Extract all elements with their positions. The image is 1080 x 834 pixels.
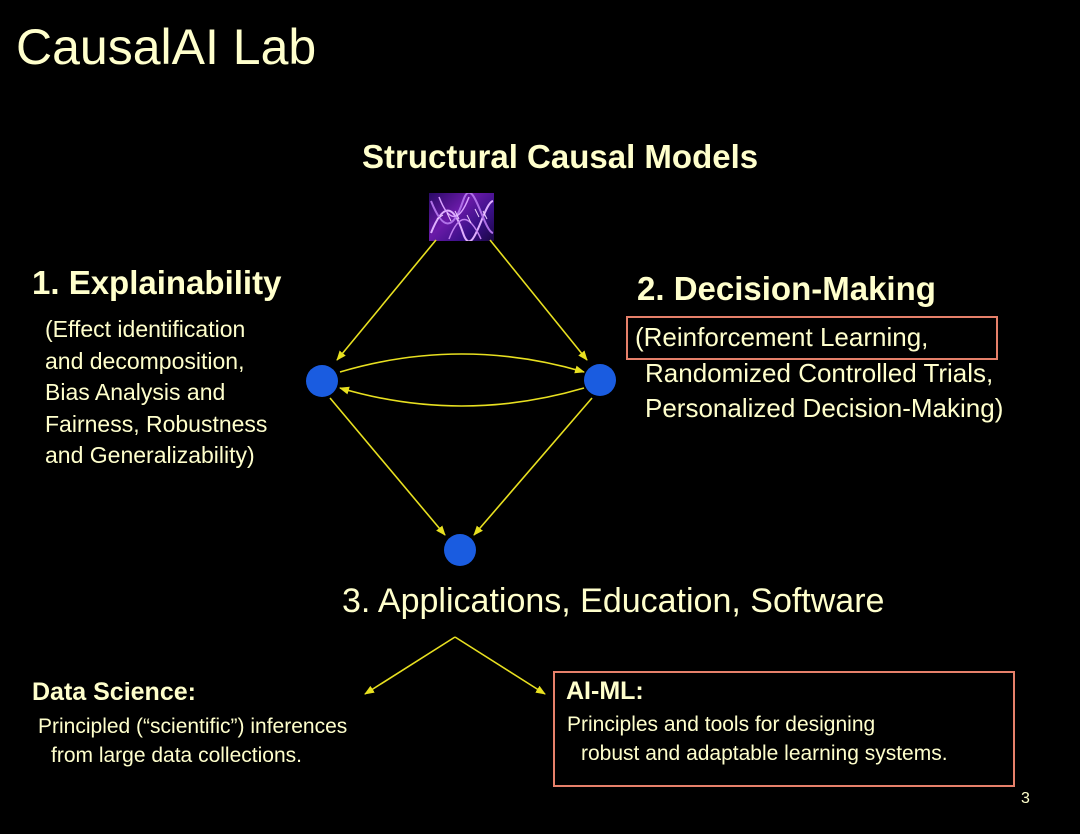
arrow-applications-to-data-science	[364, 636, 456, 695]
decision-making-line: Randomized Controlled Trials,	[645, 357, 994, 388]
data-science-line: from large data collections.	[51, 744, 302, 767]
arrow-explainability-to-decision-making	[339, 353, 585, 374]
arrow-explainability-to-applications	[329, 397, 446, 536]
arrow-scm-to-explainability	[336, 239, 437, 361]
applications-heading: 3. Applications, Education, Software	[342, 582, 885, 620]
decision-making-line: Personalized Decision-Making)	[645, 393, 1004, 423]
data-science-heading: Data Science:	[32, 678, 196, 706]
arrow-decision-making-to-applications	[473, 397, 593, 536]
arrow-applications-to-ai-ml	[454, 636, 546, 695]
explainability-line: Fairness, Robustness	[45, 410, 268, 437]
explainability-description: (Effect identification and decomposition…	[45, 314, 267, 472]
explainability-heading: 1. Explainability	[32, 264, 282, 301]
reinforcement-learning-highlight-box	[626, 316, 998, 360]
scm-heading: Structural Causal Models	[362, 138, 759, 175]
ai-ml-line: robust and adaptable learning systems.	[581, 742, 948, 765]
decision-making-node	[584, 364, 616, 396]
data-science-line: Principled (“scientific”) inferences	[38, 715, 348, 738]
ai-ml-description: Principles and tools for designing robus…	[567, 710, 948, 768]
arrow-decision-making-to-explainability	[339, 386, 585, 407]
applications-node	[444, 534, 476, 566]
explainability-line: and Generalizability)	[45, 442, 255, 468]
ai-ml-line: Principles and tools for designing	[567, 713, 876, 736]
explainability-line: (Effect identification	[45, 316, 246, 342]
ai-ml-highlight-box	[553, 671, 1015, 787]
decision-making-heading: 2. Decision-Making	[637, 270, 936, 307]
ai-ml-heading: AI-ML:	[566, 677, 644, 705]
explainability-line: and decomposition,	[45, 347, 245, 374]
arrow-scm-to-decision-making	[489, 239, 588, 361]
decision-making-description: (Reinforcement Learning, Randomized Cont…	[635, 320, 1003, 427]
decision-making-line: (Reinforcement Learning,	[635, 322, 929, 352]
explainability-node	[306, 365, 338, 397]
explainability-line: Bias Analysis and	[45, 379, 226, 405]
page-number: 3	[1021, 790, 1030, 807]
dna-icon	[429, 193, 494, 241]
data-science-description: Principled (“scientific”) inferences fro…	[38, 712, 347, 770]
slide-title: CausalAI Lab	[16, 19, 317, 75]
